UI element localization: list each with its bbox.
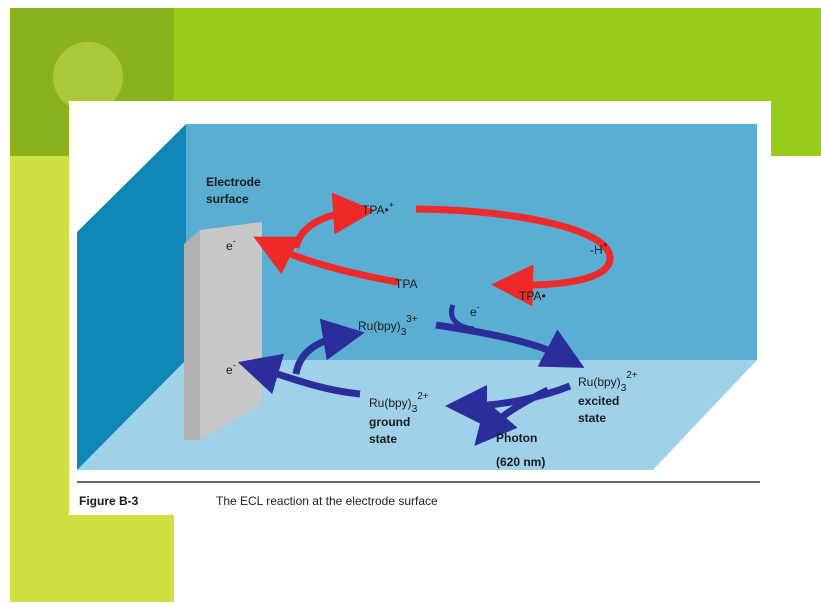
electrode-label-line2: surface [206, 192, 249, 206]
excited-state-label: excited [578, 394, 619, 408]
blue-arrow-ru3-to-excited [435, 321, 585, 368]
blue-electron-stem [449, 304, 475, 332]
excited-state-label-line2: state [578, 411, 606, 425]
tpa-label: TPA [395, 277, 417, 291]
ground-state-label-line2: state [369, 432, 397, 446]
deprotonation-label: -H+ [590, 240, 608, 257]
ground-state-label: ground [369, 415, 410, 429]
left-wall [77, 124, 186, 470]
electrode-plate-side [184, 230, 200, 440]
decorative-circle [53, 42, 123, 112]
photon-label: Photon [496, 431, 537, 445]
electron-bottom-label: e- [226, 360, 236, 377]
back-wall [186, 124, 757, 360]
electrode-plate [200, 222, 262, 440]
electron-top-label: e- [226, 236, 236, 253]
tpa-radical-cation-label: TPA•+ [362, 200, 394, 217]
red-arrow-deprotonation [415, 205, 614, 307]
ru-excited-label: Ru(bpy)32+ [578, 370, 638, 394]
photon-wavelength-label: (620 nm) [496, 455, 545, 469]
electrode-label: Electrode [206, 175, 261, 189]
blue-arrow-photon [474, 386, 550, 446]
red-arrow-to-tpa-radical-cation [292, 192, 375, 249]
electron-mid-label: e- [470, 302, 480, 319]
blue-arrow-to-ru3 [292, 318, 365, 375]
figure-caption: The ECL reaction at the electrode surfac… [216, 494, 438, 508]
floor [77, 360, 757, 470]
red-arrow-tpa-to-electrode [253, 236, 399, 286]
ru-ground-label: Ru(bpy)32+ [369, 391, 429, 415]
tpa-radical-label: TPA• [519, 289, 546, 303]
ru3-label: Ru(bpy)33+ [358, 314, 418, 338]
figure-label: Figure B-3 [79, 494, 139, 508]
blue-arrow-ground-to-electrode [237, 353, 361, 398]
